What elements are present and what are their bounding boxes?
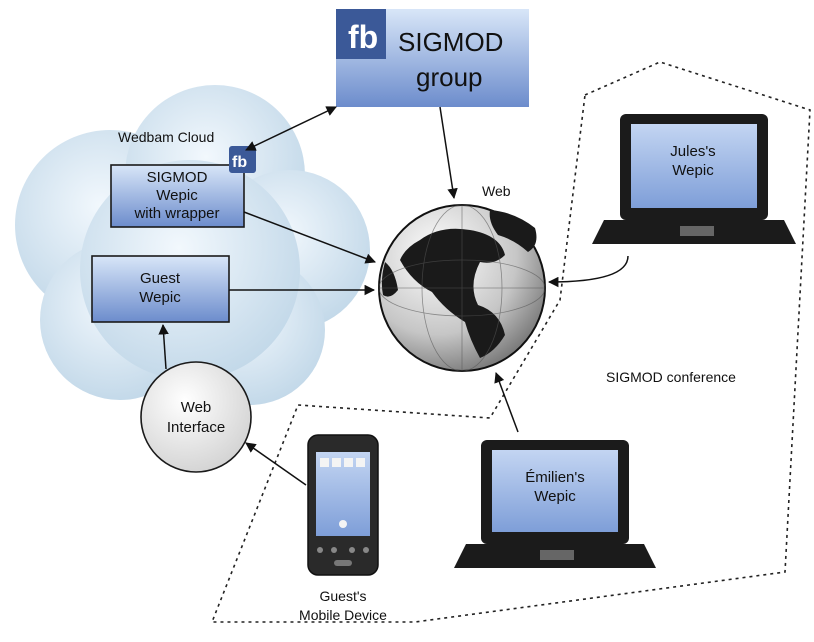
cloud-label: Wedbam Cloud: [118, 129, 214, 145]
sigmod-group-line1: SIGMOD: [398, 27, 503, 57]
sigmod-wepic-box[interactable]: fb SIGMOD Wepic with wrapper: [110, 146, 256, 228]
sigmod-group-line2: group: [416, 62, 483, 92]
web-globe-icon: [378, 204, 546, 372]
emilien-laptop-icon[interactable]: Émilien's Wepic: [454, 440, 656, 568]
arrow-emilien-to-web: [494, 372, 519, 433]
sigmod-group-box[interactable]: fb SIGMOD group: [336, 9, 529, 107]
emilien-wepic-line2: Wepic: [534, 488, 576, 505]
arrow-jules-to-web: [547, 255, 629, 288]
fb-badge-text: fb: [232, 154, 247, 171]
emilien-wepic-line1: Émilien's: [525, 469, 585, 486]
arrow-mobile-to-interface: [245, 442, 307, 486]
arrow-group-to-wepic: [245, 106, 337, 151]
guest-wepic-line1: Guest: [140, 270, 181, 287]
mobile-label-line2: Mobile Device: [299, 607, 387, 623]
arrow-group-to-web: [439, 106, 458, 200]
facebook-badge-icon: [229, 146, 256, 173]
jules-wepic-line2: Wepic: [672, 162, 714, 179]
arrow-interface-to-guest: [158, 323, 169, 370]
guest-wepic-line2: Wepic: [139, 289, 181, 306]
web-label: Web: [482, 183, 511, 199]
jules-wepic-line1: Jules's: [670, 143, 715, 160]
mobile-device-icon[interactable]: [307, 434, 379, 576]
sigmod-wepic-line3: with wrapper: [133, 205, 219, 222]
arrow-wepic-to-web: [243, 211, 376, 264]
sigmod-wepic-line1: SIGMOD: [147, 169, 208, 186]
fb-logo-text: fb: [348, 19, 378, 55]
web-interface-node[interactable]: Web Interface: [140, 361, 252, 473]
web-interface-line1: Web: [181, 399, 212, 416]
jules-laptop-icon[interactable]: Jules's Wepic: [592, 114, 796, 244]
web-interface-line2: Interface: [167, 419, 225, 436]
facebook-logo-icon: [336, 9, 386, 59]
conference-label: SIGMOD conference: [606, 369, 736, 385]
guest-wepic-box[interactable]: Guest Wepic: [91, 255, 230, 323]
mobile-label-line1: Guest's: [319, 588, 366, 604]
conference-region: [210, 61, 811, 623]
sigmod-wepic-line2: Wepic: [156, 187, 198, 204]
